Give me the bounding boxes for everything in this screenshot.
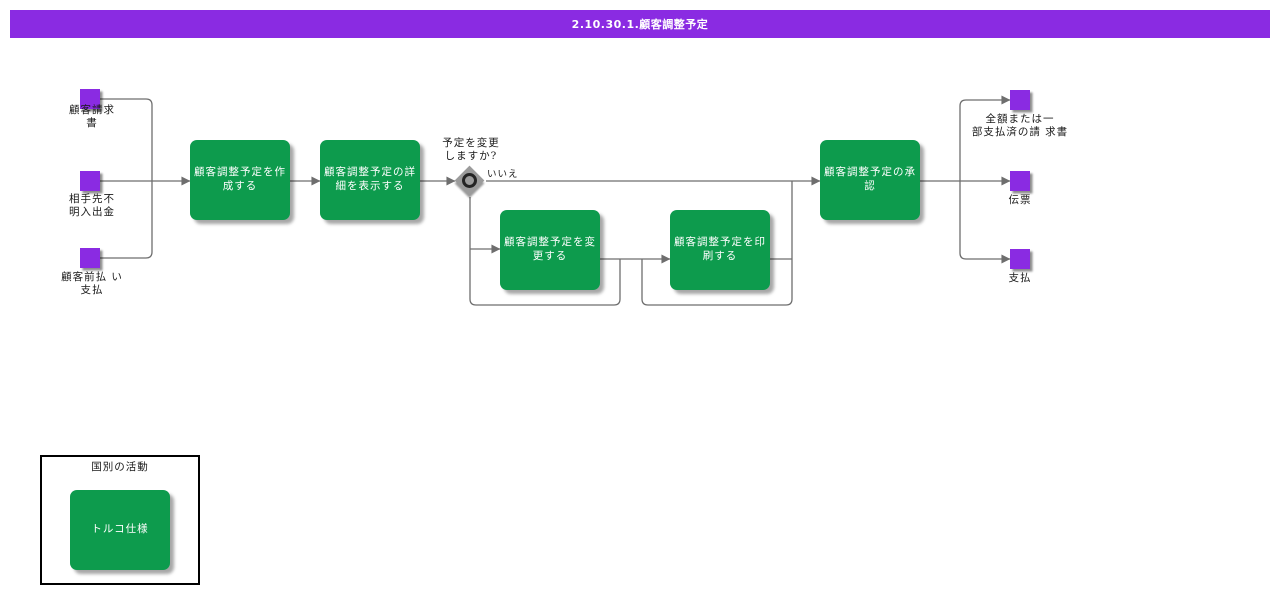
legend-title: 国別の活動 — [91, 461, 149, 473]
step-approve-adjustment[interactable]: 顧客調整予定の承 認 — [820, 140, 920, 220]
decision-branch-no-label: いいえ — [487, 169, 519, 180]
input-label-customer-invoice: 顧客請求 書 — [69, 104, 115, 129]
output-label-paid-invoice: 全額または一 部支払済の請 求書 — [971, 113, 1069, 138]
step-label: 顧客調整予定の詳 細を表示する — [324, 166, 416, 192]
output-icon-payment — [1010, 249, 1030, 269]
step-label: トルコ仕様 — [91, 523, 149, 536]
output-label-payment: 支払 — [1008, 272, 1032, 284]
input-icon-customer-invoice — [80, 89, 100, 109]
output-label-voucher: 伝票 — [1008, 194, 1032, 206]
diagram-title-bar: 2.10.30.1.顧客調整予定 — [10, 10, 1270, 38]
decision-gateway-icon — [454, 165, 485, 196]
input-icon-customer-prepayment — [80, 248, 100, 268]
gateway-circle-icon — [458, 169, 481, 192]
input-label-unidentified-receipts: 相手先不 明入出金 — [69, 193, 115, 218]
output-icon-paid-invoice — [1010, 90, 1030, 110]
step-label: 顧客調整予定の承 認 — [824, 166, 916, 192]
step-label: 顧客調整予定を変 更する — [504, 236, 596, 262]
legend-step-turkey-localization[interactable]: トルコ仕様 — [70, 490, 170, 570]
wire-branch-to-payment — [959, 181, 1011, 264]
diagram-title: 2.10.30.1.顧客調整予定 — [571, 18, 709, 31]
step-change-adjustment[interactable]: 顧客調整予定を変 更する — [500, 210, 600, 290]
input-icon-unidentified-receipts — [80, 171, 100, 191]
step-label: 顧客調整予定を印 刷する — [674, 236, 766, 262]
decision-question-label: 予定を変更 しますか? — [442, 137, 500, 162]
step-create-customer-adjustment[interactable]: 顧客調整予定を作 成する — [190, 140, 290, 220]
input-label-customer-prepayment: 顧客前払 い 支払 — [61, 271, 123, 296]
output-icon-voucher — [1010, 171, 1030, 191]
step-label: 顧客調整予定を作 成する — [194, 166, 286, 192]
step-view-adjustment-details[interactable]: 顧客調整予定の詳 細を表示する — [320, 140, 420, 220]
step-print-adjustment[interactable]: 顧客調整予定を印 刷する — [670, 210, 770, 290]
